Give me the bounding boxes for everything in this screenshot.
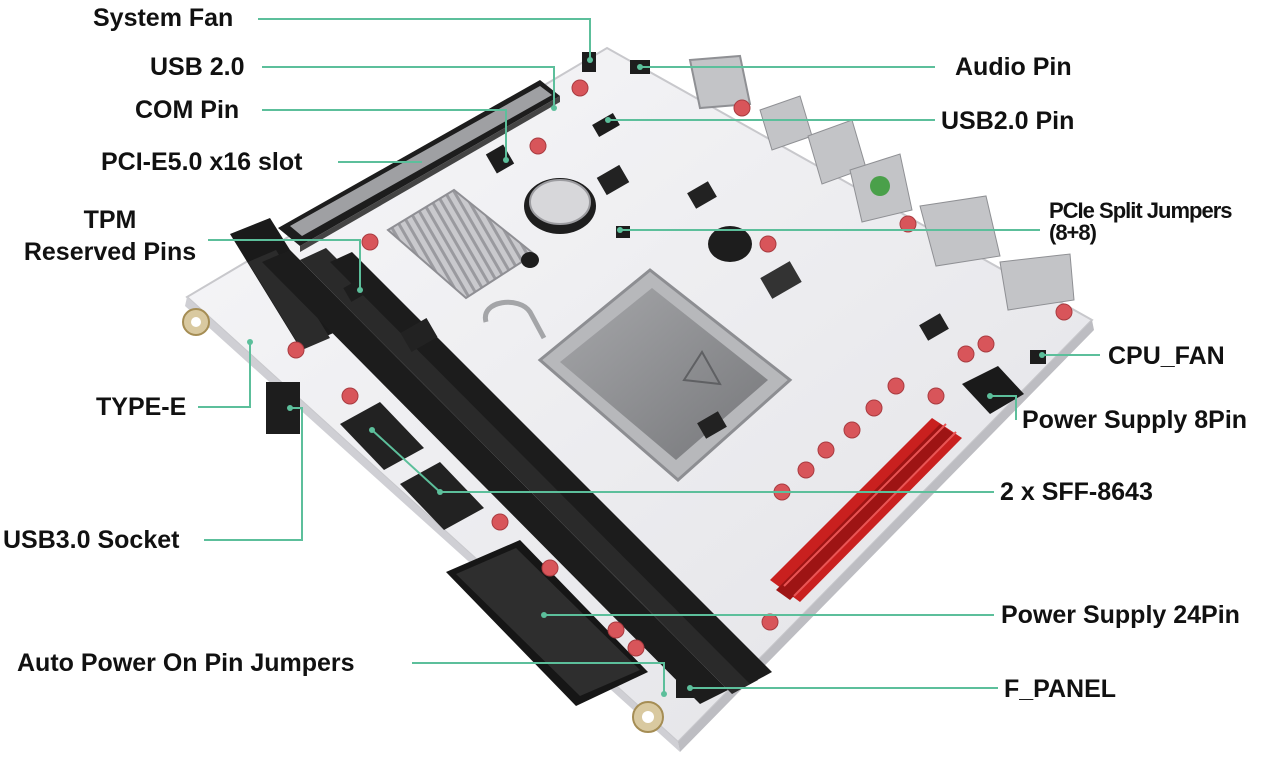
sff-8643-connectors — [340, 402, 484, 530]
leader-type-e — [198, 342, 251, 408]
leader-system-fan — [258, 18, 591, 60]
label-tpm-line2: Reserved Pins — [23, 238, 197, 266]
label-usb20: USB 2.0 — [150, 53, 245, 81]
label-tpm-line1: TPM — [83, 206, 137, 234]
label-auto-power: Auto Power On Pin Jumpers — [17, 649, 355, 677]
leader-tpm — [208, 239, 361, 290]
label-type-e: TYPE-E — [96, 393, 187, 421]
label-sff8643: 2 x SFF-8643 — [1000, 478, 1153, 506]
label-pcie-split-line1: PCIe Split Jumpers — [1049, 198, 1233, 223]
cmos-battery — [524, 178, 596, 234]
label-power-8pin: Power Supply 8Pin — [1022, 406, 1248, 434]
label-system-fan: System Fan — [93, 4, 234, 32]
label-f-panel: F_PANEL — [1004, 675, 1117, 703]
buzzer — [521, 226, 752, 268]
label-tpm: TPM Reserved Pins — [10, 204, 210, 268]
label-audio-pin: Audio Pin — [955, 53, 1072, 81]
leader-auto-power — [412, 662, 665, 694]
label-com-pin: COM Pin — [135, 96, 240, 124]
pcb-edge-right — [678, 320, 1094, 752]
capacitors — [287, 79, 1073, 657]
label-pcie-slot: PCI-E5.0 x16 slot — [101, 148, 303, 176]
label-cpu-fan: CPU_FAN — [1108, 342, 1225, 370]
label-usb30-socket: USB3.0 Socket — [3, 526, 180, 554]
rear-io — [688, 54, 1075, 311]
leader-com-pin — [262, 109, 507, 160]
leader-usb30 — [204, 407, 303, 541]
mounting-holes — [182, 308, 664, 733]
label-power-24pin: Power Supply 24Pin — [1001, 601, 1240, 629]
vrm-heatsink — [770, 418, 962, 602]
label-pcie-split-line2: (8+8) — [1049, 220, 1097, 245]
label-usb20-pin: USB2.0 Pin — [941, 107, 1075, 135]
ddr-slots — [262, 248, 772, 704]
leader-usb20 — [262, 66, 555, 108]
ic-chips — [400, 164, 949, 439]
leader-8pin — [990, 395, 1017, 420]
atx-24pin-connector — [446, 540, 648, 706]
leader-endpoints — [247, 57, 1045, 697]
label-pcie-split: PCIe Split Jumpers (8+8) — [1049, 198, 1233, 245]
eps-8pin-connector — [962, 366, 1024, 414]
